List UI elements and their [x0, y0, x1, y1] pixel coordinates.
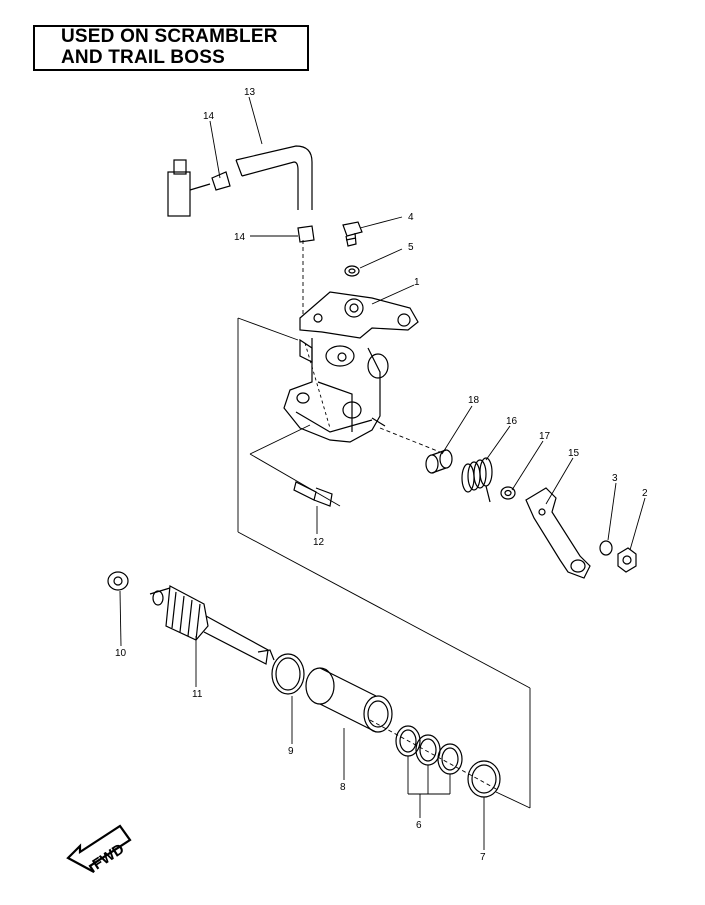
- o-ring-9: [271, 653, 305, 695]
- assembly-guide-lines: [237, 240, 531, 809]
- control-lever: [525, 487, 591, 579]
- hose-clamp-lower: [297, 225, 315, 243]
- snap-ring: [467, 760, 501, 798]
- callout-12: 12: [313, 537, 325, 548]
- callout-13: 13: [244, 87, 256, 98]
- callout-15: 15: [568, 448, 580, 459]
- shim-washers: [395, 725, 463, 775]
- callout-11: 11: [192, 689, 203, 700]
- callout-8: 8: [340, 782, 346, 793]
- banjo-bolt: [342, 221, 363, 247]
- drive-gear-shaft: [149, 585, 275, 665]
- callout-14-lower: 14: [234, 232, 246, 243]
- callout-1: 1: [414, 277, 420, 288]
- hose-clamp-upper: [211, 171, 231, 191]
- forward-direction-arrow: FWD: [66, 824, 132, 873]
- sealing-washer: [344, 265, 360, 277]
- callout-16: 16: [506, 416, 518, 427]
- oil-pump-body: [283, 291, 419, 443]
- callout-numbers: 13 14 14 4 5 1 12 18 16 17 15 3 2 10 11 …: [115, 87, 648, 863]
- callout-9: 9: [288, 746, 294, 757]
- callout-4: 4: [408, 212, 414, 223]
- header-line-2: AND TRAIL BOSS: [61, 47, 225, 68]
- thrust-washer: [107, 571, 129, 591]
- oil-line-fitting: [167, 159, 211, 217]
- nut: [617, 547, 637, 573]
- return-spring: [461, 457, 493, 503]
- leader-lines: [119, 96, 646, 850]
- callout-6: 6: [416, 820, 422, 831]
- lock-washer: [599, 540, 613, 556]
- washer-17: [500, 486, 516, 500]
- callout-5: 5: [408, 242, 414, 253]
- header-line-1: USED ON SCRAMBLER: [61, 26, 278, 47]
- pump-sleeve: [305, 667, 393, 733]
- callout-3: 3: [612, 473, 618, 484]
- callout-18: 18: [468, 395, 480, 406]
- callout-17: 17: [539, 431, 551, 442]
- applicability-header-box: USED ON SCRAMBLER AND TRAIL BOSS: [33, 25, 309, 71]
- callout-14-upper: 14: [203, 111, 215, 122]
- callout-7: 7: [480, 852, 486, 863]
- oil-hose: [235, 145, 313, 210]
- collar: [425, 449, 453, 474]
- callout-10: 10: [115, 648, 127, 659]
- callout-2: 2: [642, 488, 648, 499]
- mounting-screw: [293, 481, 333, 507]
